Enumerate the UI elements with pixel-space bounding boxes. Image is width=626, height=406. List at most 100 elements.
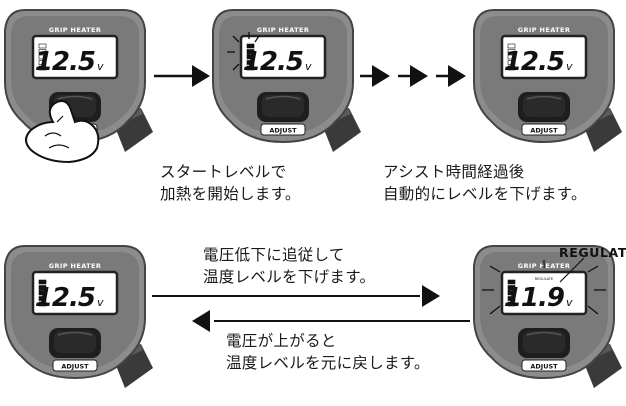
- arrow-head: [422, 285, 440, 307]
- lcd-screen: [239, 34, 327, 80]
- level-segment: [38, 296, 47, 301]
- level-segment: [507, 290, 516, 296]
- button-highlight: [526, 331, 562, 336]
- caption-assist-line2: 自動的にレベルを下げます。: [383, 185, 587, 203]
- level-segment: [507, 54, 516, 60]
- top-label: GRIP HEATER: [257, 26, 309, 34]
- level-segment: [38, 301, 47, 307]
- caption-drop-line1: 電圧低下に追従して: [203, 246, 345, 264]
- level-segment: [507, 60, 516, 65]
- arrow-head: [410, 65, 428, 87]
- level-segment: [38, 65, 47, 71]
- caption-rise-line1: 電圧が上がると: [226, 332, 337, 350]
- lcd-screen: [31, 270, 119, 316]
- button-highlight: [57, 331, 93, 336]
- caption-assist-line1: アシスト時間経過後: [383, 163, 525, 181]
- voltage-readout: 12.5: [243, 47, 303, 77]
- regulate-callout-label: REGULATE: [559, 245, 626, 260]
- finger-line: [44, 132, 62, 137]
- level-segment: [246, 65, 255, 71]
- level-segment: [38, 54, 47, 60]
- blink-ray: [587, 305, 599, 315]
- level-segment: [507, 279, 516, 285]
- adjust-button: [523, 331, 565, 353]
- level-segment: [38, 49, 47, 54]
- button-highlight: [526, 95, 562, 100]
- level-segment: [246, 49, 255, 54]
- top-label: GRIP HEATER: [49, 262, 101, 270]
- pressing-hand: [25, 100, 100, 164]
- adjust-button: [54, 331, 96, 353]
- level-segment: [38, 43, 47, 49]
- caption-drop-line2: 温度レベルを下げます。: [203, 268, 376, 286]
- voltage-readout: 12.5: [35, 47, 95, 77]
- blink-ray: [489, 265, 501, 273]
- button-highlight: [57, 95, 93, 100]
- caption-start-line1: スタートレベルで: [160, 163, 287, 181]
- adjust-button: [262, 95, 304, 117]
- caption-voltage-rise: 電圧が上がると 温度レベルを元に戻します。: [226, 330, 430, 374]
- adjust-label: ADJUST: [530, 363, 558, 371]
- level-segment: [38, 285, 47, 290]
- level-segment: [38, 60, 47, 65]
- voltage-unit: v: [566, 60, 573, 73]
- regulate-indicator: REGULATE: [535, 277, 553, 281]
- blink-ray: [254, 35, 260, 43]
- level-segment: [507, 301, 516, 307]
- adjust-label: ADJUST: [530, 127, 558, 135]
- voltage-unit: v: [97, 296, 104, 309]
- button-highlight: [265, 95, 301, 100]
- regulate-callout-line: [559, 257, 585, 283]
- adjust-label-plate: [521, 123, 567, 136]
- level-segment: [246, 43, 255, 49]
- level-segment: [38, 279, 47, 285]
- level-segment: [507, 285, 516, 290]
- blink-ray: [232, 35, 240, 43]
- level-segment: [246, 54, 255, 60]
- finger-line: [56, 115, 64, 123]
- caption-rise-line2: 温度レベルを元に戻します。: [226, 354, 430, 372]
- arrow-head: [192, 65, 210, 87]
- top-label: GRIP HEATER: [518, 26, 570, 34]
- level-segment: [507, 43, 516, 49]
- adjust-label-plate: [52, 359, 98, 372]
- lcd-screen: [500, 34, 588, 80]
- level-segment: [507, 296, 516, 301]
- adjust-label-plate: [260, 123, 306, 136]
- blink-ray: [489, 305, 501, 315]
- voltage-unit: v: [305, 60, 312, 73]
- caption-start-level: スタートレベルで 加熱を開始します。: [160, 161, 301, 205]
- lcd-screen: [500, 270, 588, 316]
- level-segment: [507, 65, 516, 71]
- adjust-button: [523, 95, 565, 117]
- voltage-readout: 12.5: [35, 283, 95, 313]
- blink-ray: [587, 265, 599, 273]
- voltage-readout: 12.5: [504, 47, 564, 77]
- caption-start-line2: 加熱を開始します。: [160, 185, 301, 203]
- arrow-head: [448, 65, 466, 87]
- lcd-screen: [31, 34, 119, 80]
- arrow-head: [192, 310, 210, 332]
- blink-ray: [232, 63, 240, 71]
- arrow-head: [372, 65, 390, 87]
- voltage-readout: 11.9: [504, 283, 564, 313]
- voltage-unit: v: [97, 60, 104, 73]
- voltage-unit: v: [566, 296, 573, 309]
- caption-voltage-drop: 電圧低下に追従して 温度レベルを下げます。: [203, 244, 375, 288]
- adjust-label: ADJUST: [269, 127, 297, 135]
- adjust-label-plate: [521, 359, 567, 372]
- caption-assist: アシスト時間経過後 自動的にレベルを下げます。: [383, 161, 587, 205]
- finger-line: [48, 144, 70, 149]
- level-segment: [38, 290, 47, 296]
- level-segment: [507, 49, 516, 54]
- level-segment: [246, 60, 255, 65]
- top-label: GRIP HEATER: [49, 26, 101, 34]
- adjust-label: ADJUST: [61, 363, 89, 371]
